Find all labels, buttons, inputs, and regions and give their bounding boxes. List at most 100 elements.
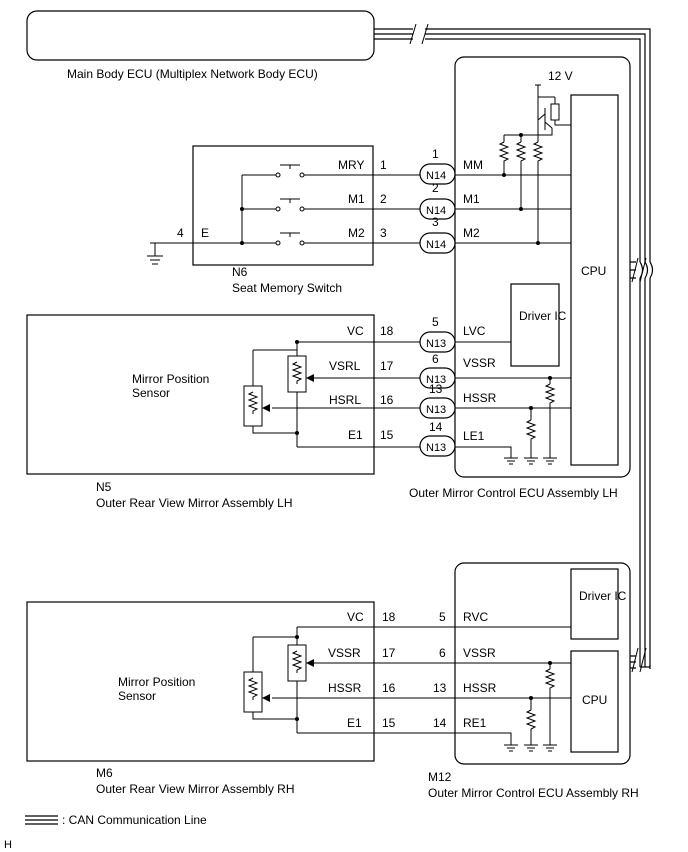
rh-mirror-pin-label-vc: VC [347, 610, 364, 624]
lh-sn-conn-1: N13 [426, 338, 446, 350]
rh-mirror-box [26, 601, 375, 762]
rh-mirror-pins: VC 18 VSSR 17 HSSR 16 E1 15 [328, 610, 396, 730]
rh-mirror-pin-18: 18 [382, 610, 396, 624]
lh-mirror-label: Outer Rear View Mirror Assembly LH [96, 496, 293, 510]
lh-switch-connectors: 1 N14 MM 2 N14 M1 3 N14 M2 [419, 147, 483, 254]
lh-ecu-junctions [502, 133, 552, 410]
rh-ecu-junctions [529, 661, 552, 700]
rh-mirror-internal [243, 626, 374, 734]
lh-sn-label-vssr: VSSR [463, 356, 496, 370]
seat-switch-ground-pin: 4 [177, 226, 184, 240]
lh-ecu-internal [455, 84, 571, 465]
lh-mirror-arrows [262, 340, 314, 435]
rh-driver-ic-box [570, 568, 619, 640]
seat-switch-label: Seat Memory Switch [232, 281, 342, 295]
lh-mirror-pin-label-e1: E1 [348, 428, 363, 442]
lh-mirror-pin-16: 16 [380, 393, 394, 407]
lh-sw-pin-1: 1 [432, 147, 439, 161]
rh-ecu-code: M12 [428, 770, 452, 784]
lh-sw-label-m1: M1 [463, 192, 480, 206]
rh-ecu-label-re1: RE1 [463, 716, 487, 730]
rh-mirror-pin-label-e1: E1 [347, 716, 362, 730]
lh-sn-conn-3: N13 [426, 404, 446, 416]
lh-sn-label-lvc: LVC [463, 324, 486, 338]
rh-driver-ic-label: Driver IC [579, 589, 627, 603]
lh-driver-ic-label: Driver IC [519, 309, 567, 323]
lh-sn-pin-14: 14 [429, 420, 443, 434]
main-body-ecu-label: Main Body ECU (Multiplex Network Body EC… [67, 67, 318, 81]
rh-mirror-pin-15: 15 [382, 716, 396, 730]
rh-ecu-label-hssr: HSSR [463, 681, 497, 695]
lh-supply-voltage: 12 V [548, 69, 573, 83]
rh-ecu-label-rvc: RVC [463, 610, 488, 624]
rh-mirror-sensor-label-2: Sensor [118, 689, 156, 703]
lh-mirror-pin-label-vsrl: VSRL [329, 359, 361, 373]
rh-ecu-pins: 5 RVC 6 VSSR 13 HSSR 14 RE1 [433, 610, 497, 730]
lh-sw-conn-3: N14 [426, 239, 446, 251]
lh-mirror-code: N5 [96, 480, 112, 494]
lh-mirror-sensor-label-2: Sensor [132, 386, 170, 400]
seat-memory-switch-box [192, 145, 374, 266]
connector-n14-2 [419, 198, 456, 220]
seat-switch-internal [147, 164, 420, 265]
lh-sn-label-hssr: HSSR [463, 391, 497, 405]
lh-mirror-pin-label-vc: VC [347, 324, 364, 338]
lh-cpu-label: CPU [581, 264, 606, 278]
rh-ecu-label-vssr: VSSR [463, 646, 496, 660]
rh-mirror-pin-label-vssr: VSSR [328, 646, 361, 660]
lh-mirror-pins: VC 18 VSRL 17 HSRL 16 E1 15 [329, 324, 394, 442]
can-legend-icon [25, 815, 58, 825]
lh-resistors [498, 141, 556, 440]
lh-sw-pin-2: 2 [432, 181, 439, 195]
lh-sn-pin-6: 6 [432, 352, 439, 366]
lh-mirror-pin-label-hsrl: HSRL [329, 393, 361, 407]
rh-mirror-pin-16: 16 [382, 681, 396, 695]
rh-cpu-box [570, 650, 619, 753]
lh-ecu-label: Outer Mirror Control ECU Assembly LH [409, 486, 618, 500]
lh-mirror-pin-17: 17 [380, 359, 394, 373]
connector-n13-4 [419, 435, 456, 457]
seat-switch-pin-2: 2 [380, 192, 387, 206]
rh-ecu-pin-14: 14 [433, 716, 447, 730]
seat-switch-code: N6 [232, 265, 248, 279]
switch-junctions [240, 207, 244, 245]
seat-switch-pin-label-m1: M1 [348, 192, 365, 206]
legend: : CAN Communication Line [25, 813, 207, 827]
lh-mirror-pin-18: 18 [380, 324, 394, 338]
lh-sn-conn-4: N13 [426, 442, 446, 454]
lh-sensor-connectors: 5 N13 LVC 6 N13 VSSR 13 N13 HSSR 14 N13 … [419, 315, 497, 457]
switch-contacts [275, 172, 305, 246]
rh-mirror-pin-label-hssr: HSSR [328, 681, 362, 695]
seat-switch-pin-1: 1 [380, 158, 387, 172]
lh-sw-label-m2: M2 [463, 226, 480, 240]
rh-mirror-code: M6 [96, 766, 113, 780]
rh-ecu-label: Outer Mirror Control ECU Assembly RH [428, 786, 639, 800]
rh-mirror-sensor-label-1: Mirror Position [118, 675, 195, 689]
lh-sw-label-mm: MM [463, 158, 483, 172]
can-legend-label: : CAN Communication Line [62, 813, 207, 827]
connector-n14-3 [419, 232, 456, 254]
seat-switch-pin-label-mry: MRY [338, 158, 364, 172]
lh-sn-pin-13: 13 [429, 382, 443, 396]
seat-switch-ground-label: E [201, 226, 209, 240]
lh-mirror-pin-15: 15 [380, 428, 394, 442]
rh-ecu-pin-6: 6 [439, 646, 446, 660]
rh-ecu-internal [374, 626, 571, 752]
rh-mirror-pin-17: 17 [382, 646, 396, 660]
seat-switch-pin-label-m2: M2 [348, 226, 365, 240]
lh-driver-ic-box [510, 283, 560, 367]
lh-sw-conn-2: N14 [426, 205, 446, 217]
rh-ecu-pin-5: 5 [439, 610, 446, 624]
rh-mirror-arrows [262, 635, 314, 721]
corner-mark: H [4, 839, 12, 851]
rh-ecu-pin-13: 13 [433, 681, 447, 695]
lh-sn-pin-5: 5 [432, 315, 439, 329]
lh-sw-pin-3: 3 [432, 215, 439, 229]
lh-mirror-sensor-label-1: Mirror Position [132, 372, 209, 386]
lh-mirror-internal [243, 341, 420, 448]
lh-sw-conn-1: N14 [426, 170, 446, 182]
rh-mirror-label: Outer Rear View Mirror Assembly RH [96, 782, 295, 796]
lh-cpu-box [570, 94, 619, 466]
lh-sn-conn-2: N13 [426, 374, 446, 386]
